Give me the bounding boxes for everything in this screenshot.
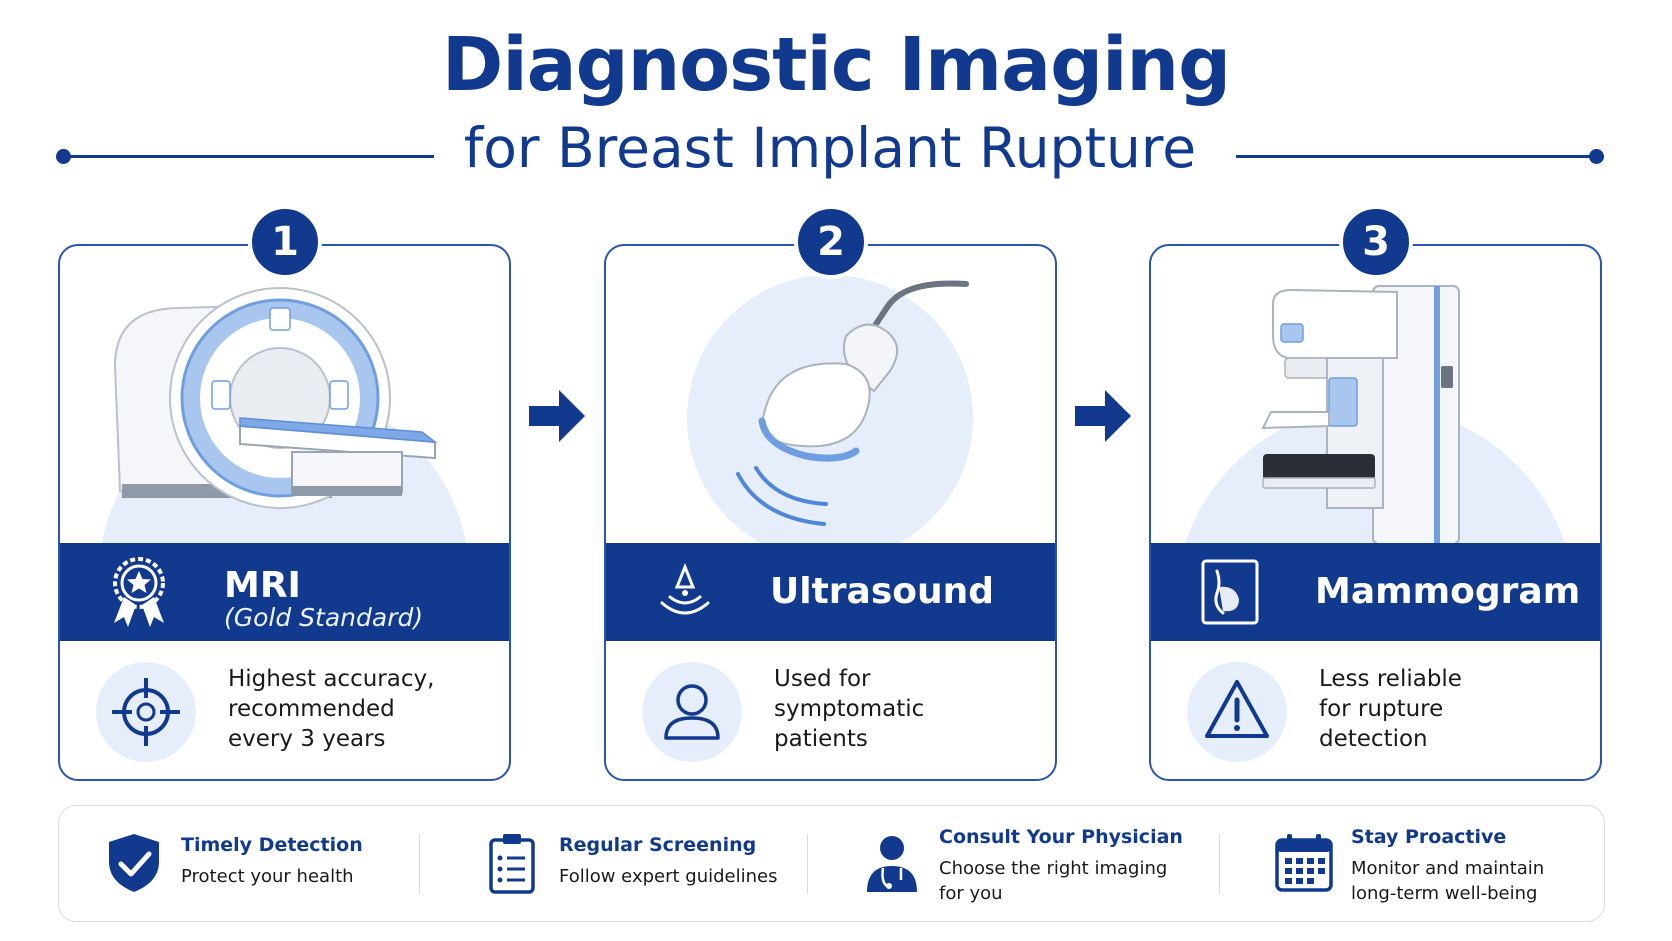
mri-desc-line: recommended — [228, 696, 395, 722]
divider — [1219, 834, 1220, 894]
warning-triangle-icon — [1205, 680, 1269, 738]
crosshair-target-icon — [112, 678, 180, 746]
mammogram-title-band: Mammogram — [1151, 543, 1600, 641]
feature-text-line: long-term well-being — [1351, 883, 1538, 904]
feature-text: Choose the right imaging for you — [939, 856, 1167, 906]
feature-title: Stay Proactive — [1351, 826, 1507, 848]
ultrasound-description: Used for symptomatic patients — [774, 664, 1044, 754]
award-ribbon-icon — [113, 557, 165, 627]
calendar-icon — [1275, 834, 1333, 892]
ultrasound-desc-line: patients — [774, 726, 868, 752]
mri-desc-line: every 3 years — [228, 726, 386, 752]
rule-endpoint-right — [1589, 149, 1604, 164]
rule-left — [64, 155, 434, 158]
ultrasound-probe-illustration — [687, 275, 973, 543]
divider — [419, 834, 420, 894]
step-1-badge: 1 — [248, 205, 322, 279]
mammogram-card: Mammogram Less reliable for rupture dete… — [1149, 244, 1602, 781]
arrow-right-icon — [1075, 390, 1131, 442]
mri-title-band: MRI (Gold Standard) — [60, 543, 509, 641]
subtitle-row: for Breast Implant Rupture — [56, 110, 1604, 200]
feature-text: Protect your health — [181, 866, 354, 887]
mri-name: MRI — [224, 565, 301, 606]
mammogram-desc-line: detection — [1319, 726, 1428, 752]
mammography-machine-illustration — [1185, 285, 1565, 543]
feature-text-line: Monitor and maintain — [1351, 858, 1545, 879]
mammogram-desc-line: for rupture — [1319, 696, 1444, 722]
mri-scanner-illustration — [101, 287, 467, 543]
ultrasound-desc-line: Used for — [774, 666, 871, 692]
divider — [807, 834, 808, 894]
mammogram-name: Mammogram — [1315, 571, 1581, 612]
person-icon-wrap — [642, 662, 742, 762]
doctor-icon — [867, 836, 917, 892]
ultrasound-name: Ultrasound — [770, 571, 995, 612]
step-2-badge: 2 — [794, 205, 868, 279]
mri-note: (Gold Standard) — [224, 603, 424, 632]
mammogram-desc-line: Less reliable — [1319, 666, 1462, 692]
mri-card: MRI (Gold Standard) Highest accuracy, re… — [58, 244, 511, 781]
mri-desc-line: Highest accuracy, — [228, 666, 435, 692]
feature-text: Monitor and maintain long-term well-bein… — [1351, 856, 1544, 906]
mammogram-description: Less reliable for rupture detection — [1319, 664, 1589, 754]
clipboard-checklist-icon — [489, 834, 535, 894]
person-icon — [664, 684, 720, 740]
rule-right — [1236, 155, 1596, 158]
step-3-badge: 3 — [1339, 205, 1413, 279]
page-subtitle: for Breast Implant Rupture — [463, 116, 1197, 180]
rule-endpoint-left — [56, 149, 71, 164]
warning-triangle-icon-wrap — [1187, 662, 1287, 762]
ultrasound-desc-line: symptomatic — [774, 696, 925, 722]
feature-title: Timely Detection — [181, 834, 363, 856]
ultrasound-card: Ultrasound Used for symptomatic patients — [604, 244, 1057, 781]
page-title: Diagnostic Imaging — [441, 22, 1231, 108]
arrow-right-icon — [529, 390, 585, 442]
feature-text-line: Choose the right imaging — [939, 858, 1168, 879]
crosshair-target-icon-wrap — [96, 662, 196, 762]
feature-strip: Timely Detection Protect your health Reg… — [58, 805, 1605, 922]
ultrasound-wave-icon — [660, 562, 710, 615]
mri-description: Highest accuracy, recommended every 3 ye… — [228, 664, 498, 754]
feature-title: Regular Screening — [559, 834, 757, 856]
feature-title: Consult Your Physician — [939, 826, 1183, 848]
shield-check-icon — [109, 834, 159, 892]
feature-text: Follow expert guidelines — [559, 866, 778, 887]
feature-text-line: for you — [939, 883, 1003, 904]
breast-profile-icon — [1201, 559, 1259, 625]
ultrasound-title-band: Ultrasound — [606, 543, 1055, 641]
